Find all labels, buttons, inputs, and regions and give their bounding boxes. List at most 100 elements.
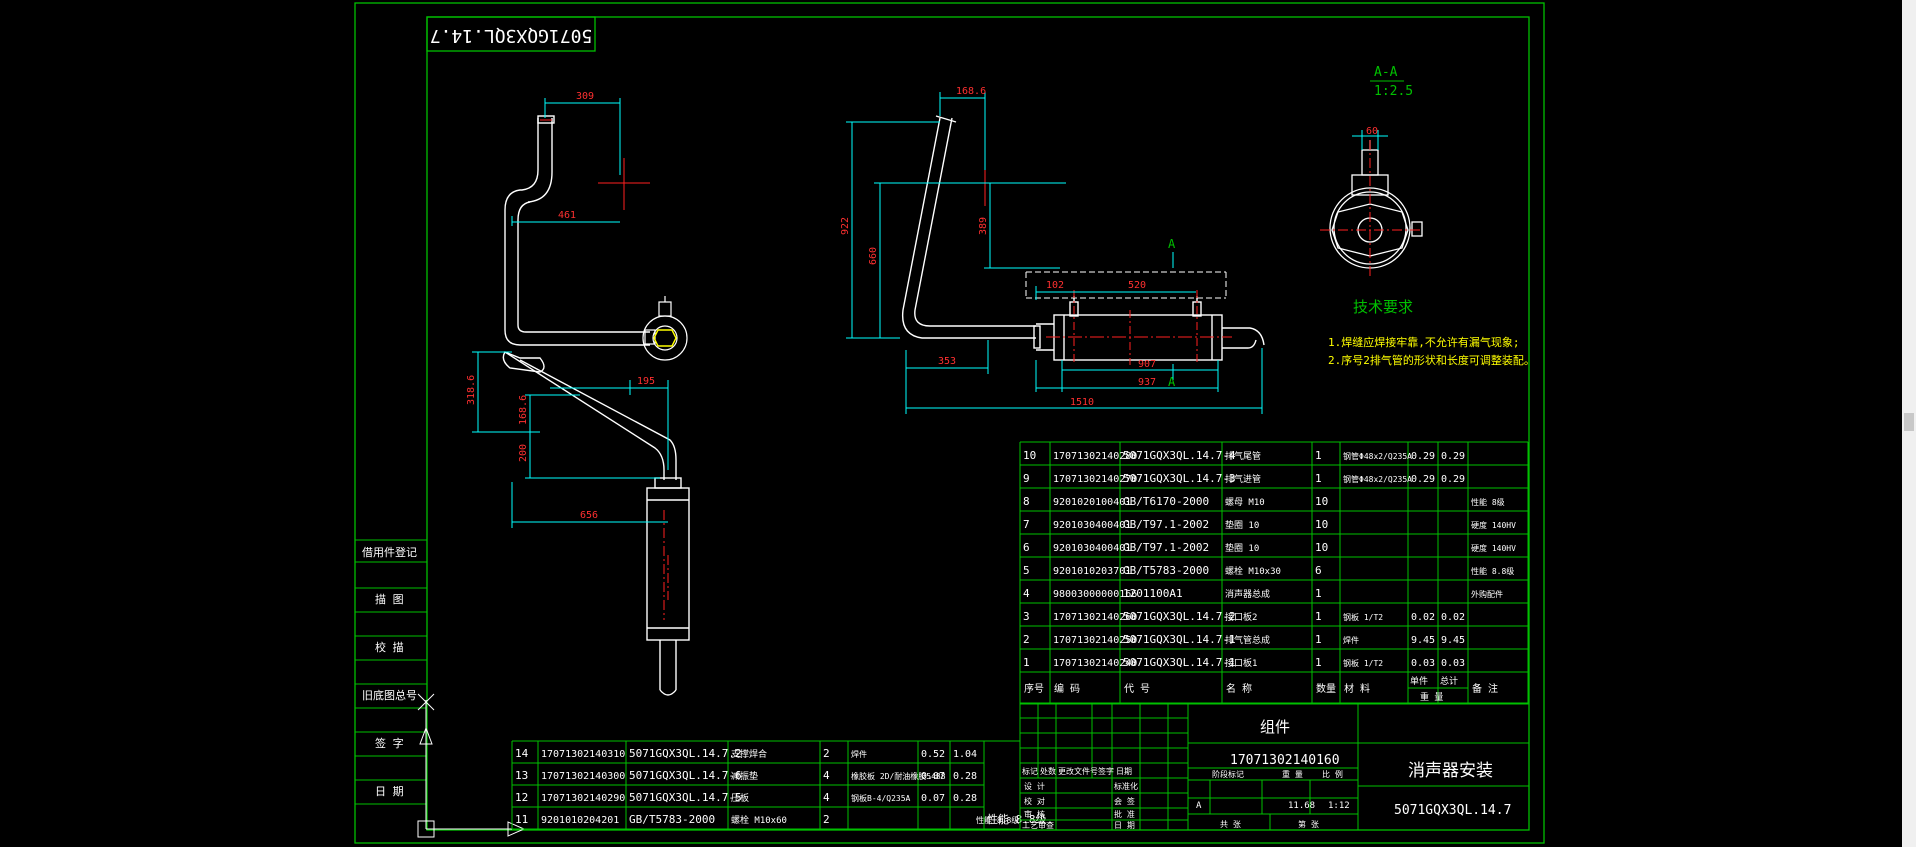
bom-cell-material: 焊件 bbox=[1343, 635, 1359, 645]
ucs-icon bbox=[417, 693, 526, 838]
bom-cell-note: 性能 8级 bbox=[1471, 497, 1505, 507]
vertical-scrollbar[interactable] bbox=[1902, 0, 1916, 847]
side-label: 描 图 bbox=[375, 592, 404, 606]
bom-cell-unit: 0.07 bbox=[921, 771, 945, 782]
dim-461: 461 bbox=[558, 210, 576, 221]
bom-cell-code: 17071302140270 bbox=[1053, 474, 1137, 485]
bom-cell-unit: 0.03 bbox=[1411, 658, 1435, 669]
left-view-pipe bbox=[502, 115, 690, 696]
bom-cell-drawing: 5071GQX3QL.14.7.2 bbox=[629, 747, 742, 760]
bom-cell-code: 17071302140240 bbox=[1053, 658, 1137, 669]
bom-cell-name: 支撑焊合 bbox=[731, 748, 767, 760]
bom-cell-no: 6 bbox=[1023, 541, 1030, 554]
bom-cell-no: 3 bbox=[1023, 610, 1030, 623]
bom-cell-drawing: GB/T5783-2000 bbox=[1123, 564, 1209, 577]
bom-cell-qty: 2 bbox=[823, 813, 830, 826]
bom-cell-note: 外购配件 bbox=[1471, 589, 1503, 599]
side-label: 借用件登记 bbox=[362, 545, 417, 559]
bom-cell-note: 性能 8.8级 bbox=[976, 815, 1019, 825]
assembly-code: 17071302140160 bbox=[1230, 753, 1340, 768]
bom-cell-no: 14 bbox=[515, 747, 529, 760]
bom-cell-code: 17071302140260 bbox=[1053, 612, 1137, 623]
bom-cell-no: 4 bbox=[1023, 587, 1030, 600]
side-view-dim-text: 168.6 922 660 389 353 102 520 907 937 15… bbox=[840, 86, 1156, 408]
bom-cell-name: 排气尾管 bbox=[1225, 450, 1261, 462]
bom-cell-drawing: 5071GQX3QL.14.7-1 bbox=[1123, 656, 1236, 669]
side-binding-column bbox=[355, 539, 427, 805]
revision-header-doc: 更改文件号 bbox=[1058, 766, 1098, 776]
drawing-number: 5071GQX3QL.14.7 bbox=[1394, 803, 1511, 818]
bom-cell-name: 垫圈 10 bbox=[1225, 542, 1259, 554]
left-view-dimensions bbox=[472, 98, 669, 528]
bom-cell-name: 垫圈 10 bbox=[1225, 519, 1259, 531]
revision-header-mark: 标记 bbox=[1022, 766, 1038, 776]
dim-60: 60 bbox=[1366, 126, 1378, 137]
bom-cell-name: 减振垫 bbox=[731, 770, 758, 782]
left-view-clamp-center bbox=[653, 329, 677, 347]
weight-value: 11.68 bbox=[1288, 801, 1315, 811]
bom-cell-no: 10 bbox=[1023, 449, 1036, 462]
bom-cell-no: 8 bbox=[1023, 495, 1030, 508]
bom-cell-qty: 10 bbox=[1315, 495, 1328, 508]
dim-168: 168.6 bbox=[518, 395, 529, 425]
bom-cell-material: 钢管Φ48x2/Q235A bbox=[1343, 474, 1412, 484]
bom-cell-material: 橡胶板 2D/耐油橡胶5488 bbox=[851, 771, 946, 781]
bom-cell-code: 17071302140290 bbox=[541, 793, 625, 804]
bom-header-cell: 序号 bbox=[1024, 682, 1044, 695]
bom-cell-code: 17071302140280 bbox=[1053, 451, 1137, 462]
bom-cell-qty: 1 bbox=[1315, 633, 1322, 646]
section-label: A-A bbox=[1374, 65, 1398, 80]
bom-cell-code: 17071302140300 bbox=[541, 771, 625, 782]
bom-cell-total: 0.28 bbox=[953, 771, 977, 782]
bom-cell-code: 9201030400401 bbox=[1053, 543, 1131, 554]
side-label: 旧底图总号 bbox=[362, 688, 417, 702]
bom-cell-no: 11 bbox=[515, 813, 528, 826]
drawing-frame bbox=[354, 2, 1545, 844]
bom-cell-material: 钢板 1/T2 bbox=[1343, 658, 1383, 668]
bom-cell-drawing: 5071GQX3QL.14.7-3 bbox=[1123, 472, 1236, 485]
bom-header-cell: 代 号 bbox=[1124, 683, 1150, 695]
scrollbar-thumb[interactable] bbox=[1904, 413, 1914, 431]
left-view-centerlines bbox=[540, 119, 669, 620]
bom-cell-name: 螺栓 M10x30 bbox=[1225, 565, 1281, 577]
bom-cell-no: 1 bbox=[1023, 656, 1030, 669]
dim-660: 660 bbox=[868, 247, 879, 265]
bom-cell-name: 接口板1 bbox=[1225, 657, 1257, 669]
side-label: 校 描 bbox=[375, 640, 404, 654]
side-view-dimensions bbox=[846, 92, 1263, 414]
bom-cell-name: 接口板2 bbox=[1225, 611, 1257, 623]
bom-cell-unit: 0.29 bbox=[1411, 451, 1435, 462]
bom-cell-drawing: 5071GQX3QL.14.7-6 bbox=[629, 769, 742, 782]
bom-cell-total: 0.29 bbox=[1441, 451, 1465, 462]
left-view-dim-text: 309 461 195 656 318.6 168.6 200 bbox=[466, 91, 655, 521]
side-view-pipe bbox=[901, 115, 1265, 361]
dim-195: 195 bbox=[637, 376, 655, 387]
role-standard: 标准化 bbox=[1114, 781, 1138, 791]
dim-200: 200 bbox=[518, 444, 529, 462]
role-check: 校 对 bbox=[1024, 796, 1045, 806]
title-block-grid bbox=[1019, 702, 1530, 831]
bom-cell-name: 消声器总成 bbox=[1225, 588, 1270, 600]
bom-cell-name: 螺栓 M10x60 bbox=[731, 814, 787, 826]
bom-cell-unit: 9.45 bbox=[1411, 635, 1435, 646]
bom-cell-material: 钢管Φ48x2/Q235A bbox=[1343, 451, 1412, 461]
bom-cell-name: 排气进管 bbox=[1225, 473, 1261, 485]
dim-168-6: 168.6 bbox=[956, 86, 986, 97]
side-label: 日 期 bbox=[375, 785, 404, 798]
bom-cell-qty: 1 bbox=[1315, 610, 1322, 623]
role-process: 工艺审查 bbox=[1022, 820, 1054, 830]
bom-cell-code: 9201020100401 bbox=[1053, 497, 1131, 508]
bom-cell-note: 硬度 140HV bbox=[1471, 520, 1516, 530]
dim-389: 389 bbox=[978, 217, 989, 235]
bom-cell-drawing: GB/T6170-2000 bbox=[1123, 495, 1209, 508]
bom-cell-total: 1.04 bbox=[953, 749, 977, 760]
tech-req-title: 技术要求 bbox=[1353, 298, 1413, 316]
bom-cell-code: 17071302140250 bbox=[1053, 635, 1137, 646]
bom-cell-qty: 1 bbox=[1315, 656, 1322, 669]
left-view-clamp bbox=[642, 296, 688, 361]
bom-cell-drawing: GB/T5783-2000 bbox=[629, 813, 715, 826]
bom-cell-unit: 0.02 bbox=[1411, 612, 1435, 623]
